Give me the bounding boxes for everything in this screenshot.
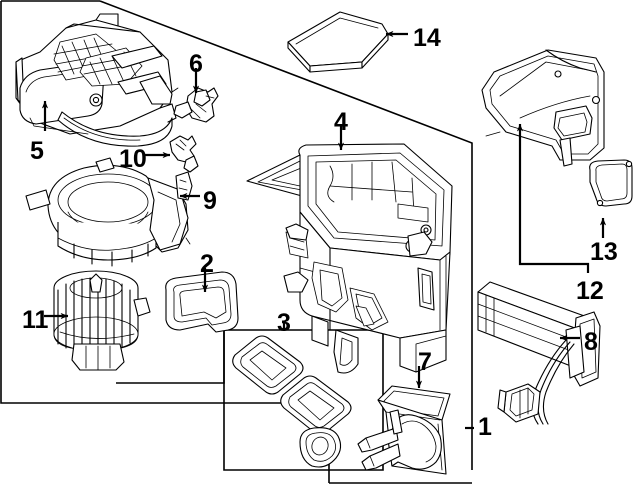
callout-8: 8 xyxy=(584,328,598,356)
callout-14: 14 xyxy=(413,24,441,52)
part-5-air-inlet-housing xyxy=(15,13,179,147)
part-14-cabin-air-filter xyxy=(287,11,389,73)
callout-13: 13 xyxy=(590,238,618,266)
callout-1: 1 xyxy=(478,413,492,441)
part-12-evaporator-cover xyxy=(481,49,605,167)
callout-9: 9 xyxy=(203,187,217,215)
part-7-heater-core xyxy=(357,385,451,475)
part-8-evaporator-core xyxy=(477,281,601,425)
callout-11: 11 xyxy=(22,306,49,334)
leader-lines xyxy=(41,30,607,430)
callout-5: 5 xyxy=(30,137,44,165)
part-6-door-actuator xyxy=(173,87,219,123)
callout-6: 6 xyxy=(189,50,203,78)
part-9-blower-scroll-housing xyxy=(25,157,193,267)
part-3-duct-seal-kit xyxy=(232,335,352,468)
callout-12: 12 xyxy=(576,277,604,305)
part-11-blower-motor-wheel xyxy=(53,270,151,371)
part-10-lever-link xyxy=(169,135,199,173)
callout-10: 10 xyxy=(119,145,147,173)
callout-7: 7 xyxy=(418,348,432,376)
callout-3: 3 xyxy=(277,309,291,337)
part-2-housing-seal xyxy=(165,271,239,333)
part-4-heater-ac-case xyxy=(246,143,453,374)
part-13-evaporator-cover-seal xyxy=(589,159,633,207)
callout-4: 4 xyxy=(334,108,348,136)
callout-2: 2 xyxy=(200,250,214,278)
